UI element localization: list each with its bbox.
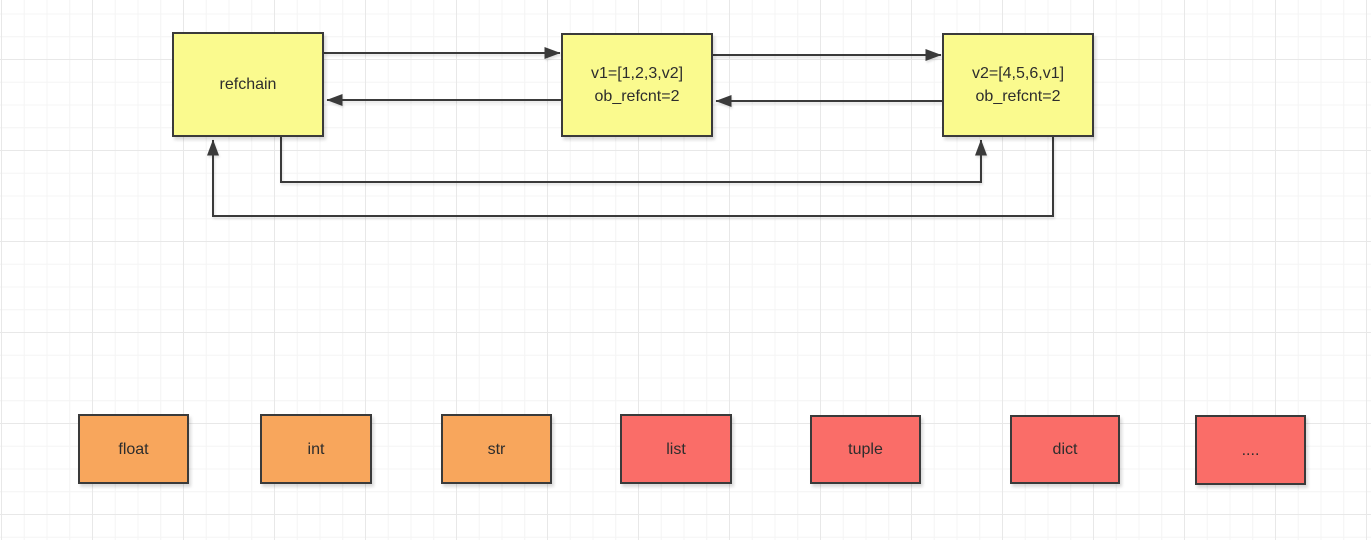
node-dict-label: dict	[1052, 441, 1078, 458]
node-int-label: int	[307, 440, 325, 458]
node-str-label: str	[487, 440, 506, 458]
edge-v2-to-refchain	[207, 136, 1054, 217]
node-v1-line2: ob_refcnt=2	[594, 88, 680, 105]
node-refchain: refchain	[172, 32, 324, 137]
edge-refchain-to-v2	[280, 136, 987, 183]
node-refchain-label: refchain	[219, 76, 277, 93]
node-v1: v1=[1,2,3,v2] ob_refcnt=2	[561, 33, 713, 137]
node-v2: v2=[4,5,6,v1] ob_refcnt=2	[942, 33, 1094, 137]
node-v2-line1: v2=[4,5,6,v1]	[971, 65, 1065, 82]
node-dict: dict	[1010, 415, 1120, 484]
node-float: float	[78, 414, 189, 484]
node-tuple-label: tuple	[848, 441, 883, 458]
node-int: int	[260, 414, 372, 484]
node-v1-line1: v1=[1,2,3,v2]	[590, 65, 684, 82]
node-list: list	[620, 414, 732, 484]
node-float-label: float	[118, 440, 149, 458]
node-more-types: ....	[1195, 415, 1306, 485]
node-list-label: list	[666, 440, 686, 458]
node-more-label: ....	[1241, 441, 1260, 459]
node-str: str	[441, 414, 552, 484]
node-tuple: tuple	[810, 415, 921, 484]
node-v2-line2: ob_refcnt=2	[975, 88, 1061, 105]
